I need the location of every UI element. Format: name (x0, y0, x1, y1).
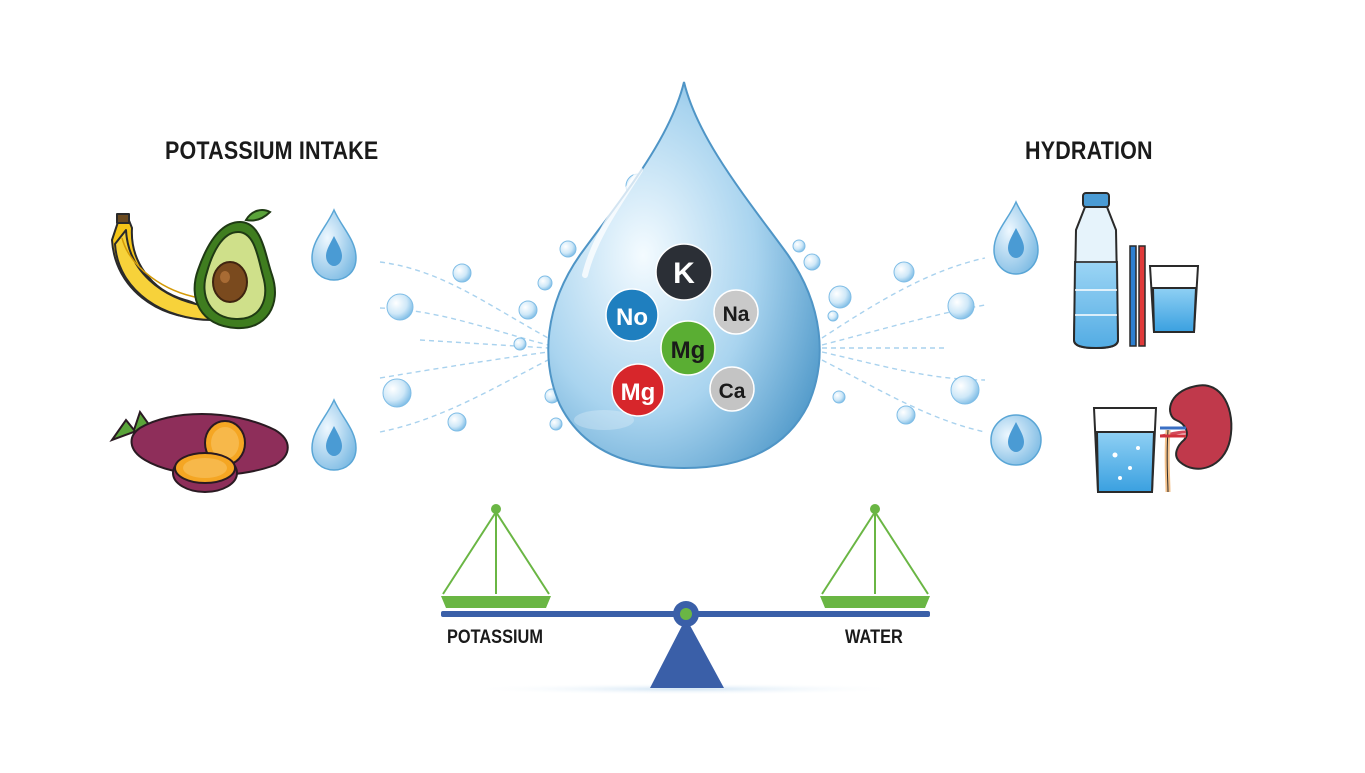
kidney-icon (1160, 385, 1231, 492)
sweet-potato-icon (112, 412, 288, 492)
mineral-symbol: Na (723, 303, 750, 326)
scale-pan-left (441, 505, 551, 608)
heading-hydration: HYDRATION (1025, 137, 1153, 166)
water-droplet-icon (991, 415, 1041, 465)
mineral-symbol: Mg (671, 337, 706, 364)
mineral-na: Na (714, 290, 758, 334)
glass-of-water-icon (1094, 408, 1156, 492)
avocado-icon (195, 210, 275, 328)
balance-scale (441, 505, 930, 688)
scale-label-potassium: POTASSIUM (447, 627, 543, 649)
scale-label-water: WATER (845, 627, 903, 649)
straw-icon (1130, 246, 1145, 346)
water-droplet-icon (312, 400, 356, 470)
mineral-symbol: Mg (621, 379, 656, 406)
mineral-mg-red: Mg (612, 364, 664, 416)
water-droplet-icon (994, 202, 1038, 274)
heading-potassium-intake: POTASSIUM INTAKE (165, 137, 378, 166)
water-droplet-icon (312, 210, 356, 280)
mineral-symbol: Ca (719, 380, 746, 403)
scale-base (650, 618, 724, 688)
water-bottle-icon (1074, 193, 1118, 348)
mineral-mg-green: Mg (661, 321, 715, 375)
mineral-k: K (656, 244, 712, 300)
mineral-symbol: K (673, 257, 695, 290)
mineral-symbol: No (616, 304, 648, 331)
mineral-ca: Ca (710, 367, 754, 411)
mineral-no: No (606, 289, 658, 341)
glass-of-water-icon (1150, 266, 1198, 332)
scale-pan-right (820, 505, 930, 608)
